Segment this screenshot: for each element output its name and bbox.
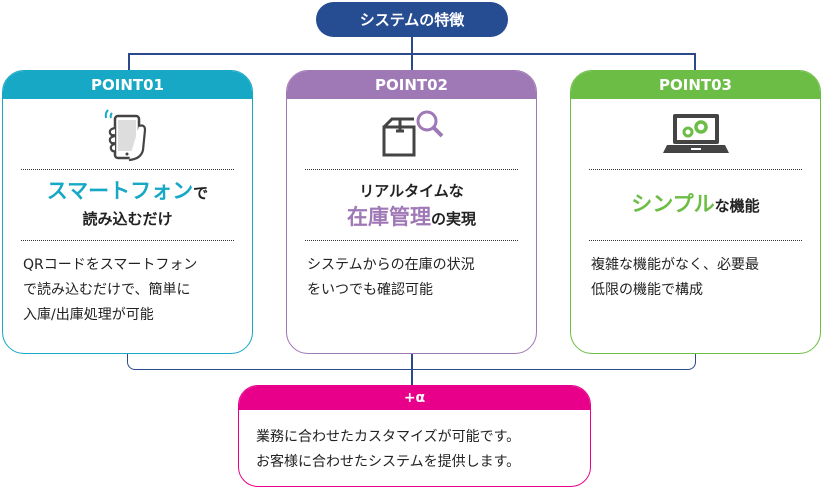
desc-line: 業務に合わせたカスタマイズが可能です。 (256, 429, 521, 445)
card-header: +α (239, 386, 590, 410)
desc-line: 複雑な機能がなく、必要最 (591, 257, 759, 273)
point03-card: POINT03 シンプルな機能 複雑な機能がなく、必要最 低限の機能で構成 (570, 70, 821, 354)
divider (21, 169, 234, 170)
box-search-icon (287, 99, 536, 169)
heading-text: の実現 (430, 210, 476, 228)
divider (21, 240, 234, 241)
card-description: QRコードをスマートフォン で読み込むだけで、簡単に 入庫/出庫処理が可能 (3, 241, 252, 328)
desc-line: をいつでも確認可能 (307, 282, 433, 298)
divider (305, 169, 518, 170)
point02-card: POINT02 リアルタイムな 在庫管理の実現 システムからの在庫の状況 をいつ… (286, 70, 537, 354)
connector (411, 350, 413, 385)
heading-text: 読み込むだけ (82, 210, 173, 228)
card-description: システムからの在庫の状況 をいつでも確認可能 (287, 241, 536, 303)
card-header: POINT02 (287, 71, 536, 99)
laptop-gears-icon (571, 99, 820, 169)
connector (694, 53, 696, 70)
divider (589, 169, 802, 170)
heading-accent: シンプル (631, 192, 715, 216)
heading-accent: スマートフォン (46, 179, 194, 203)
section-title: システムの特徴 (316, 2, 508, 37)
desc-line: QRコードをスマートフォン (23, 257, 198, 273)
divider (589, 240, 802, 241)
desc-line: 低限の機能で構成 (591, 282, 703, 298)
heading-text: な機能 (714, 197, 760, 215)
heading-text: リアルタイムな (359, 182, 464, 200)
point01-card: POINT01 スマートフォンで 読み込むだけ QRコードをスマートフォン で読… (2, 70, 253, 354)
divider (305, 240, 518, 241)
desc-line: で読み込むだけで、簡単に (23, 282, 191, 298)
connector (128, 53, 695, 55)
card-header: POINT01 (3, 71, 252, 99)
heading-accent: 在庫管理 (346, 205, 431, 229)
desc-line: 入庫/出庫処理が可能 (23, 307, 154, 323)
desc-line: お客様に合わせたシステムを提供します。 (256, 454, 521, 470)
connector (128, 53, 130, 70)
card-header: POINT03 (571, 71, 820, 99)
heading-text: で (193, 184, 209, 202)
plus-alpha-card: +α 業務に合わせたカスタマイズが可能です。 お客様に合わせたシステムを提供しま… (238, 385, 591, 487)
smartphone-hand-icon (3, 99, 252, 169)
card-description: 複雑な機能がなく、必要最 低限の機能で構成 (571, 241, 820, 303)
desc-line: システムからの在庫の状況 (307, 257, 475, 273)
